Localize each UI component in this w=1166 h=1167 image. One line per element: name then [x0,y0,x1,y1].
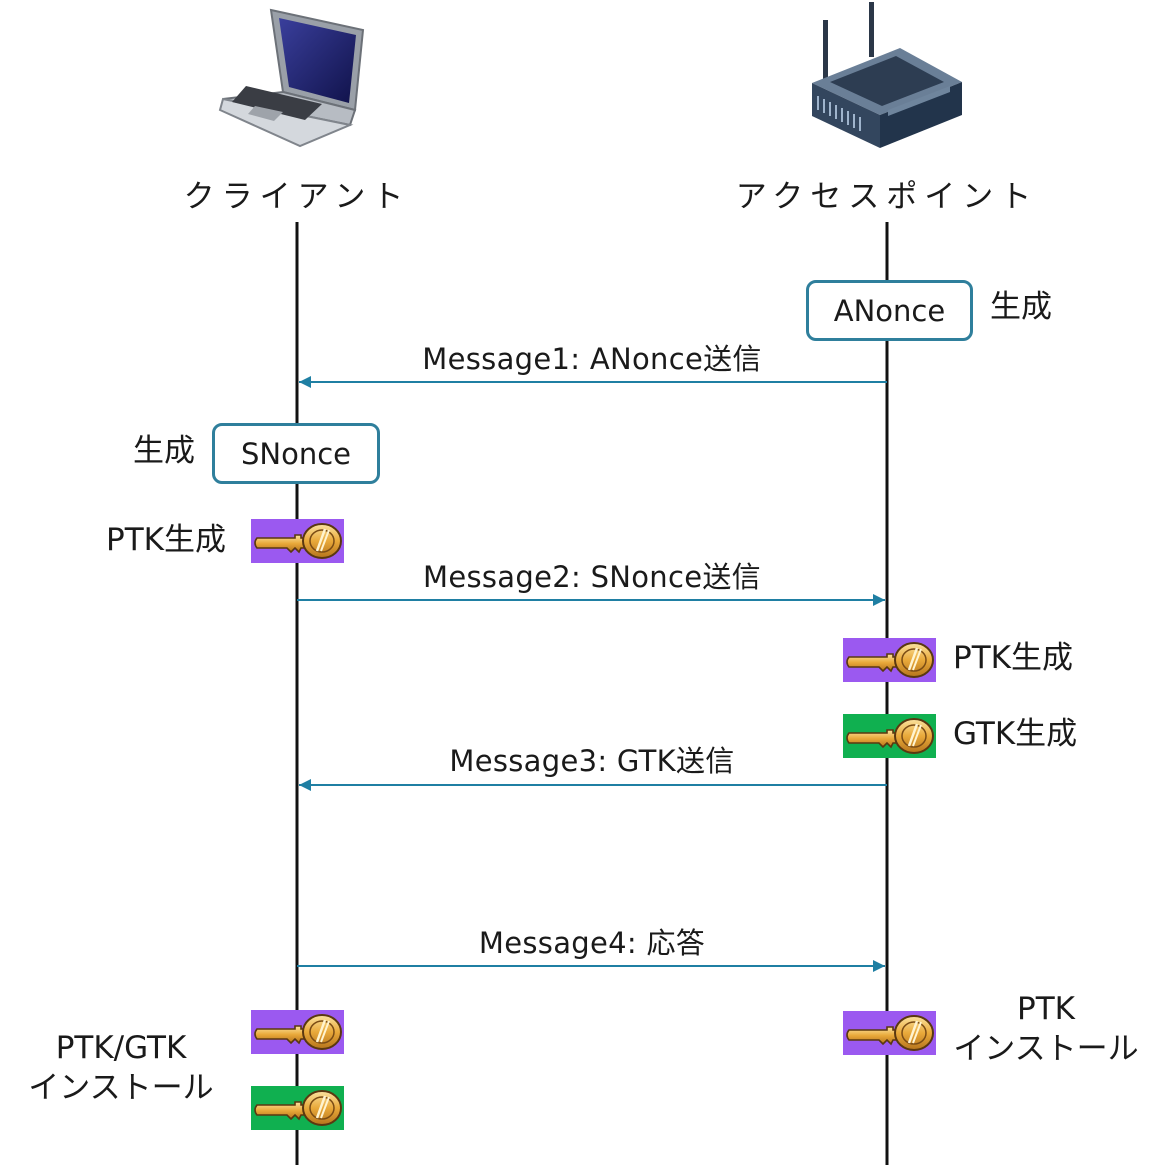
ptk-key-icon [251,519,344,563]
router-icon [812,2,962,148]
ptk-key-icon [843,1011,936,1055]
ptk-key-icon [843,638,936,682]
snonce-box: SNonce [212,423,380,484]
anonce-generate-label: 生成 [990,289,1052,325]
client-ptk-generate-label: PTK生成 [106,522,226,558]
ptk-key-icon [251,1010,344,1054]
client-install-label-line2: インストール [28,1070,214,1106]
gtk-key-icon [251,1086,344,1130]
ap-install-label-line2: インストール [953,1031,1139,1067]
client-install-label-line1: PTK/GTK [55,1030,187,1066]
access-point-label: アクセスポイント [735,179,1039,215]
message1-label: Message1: ANonce送信 [422,342,762,376]
laptop-icon [218,8,365,148]
anonce-box: ANonce [806,280,973,341]
gtk-key-icon [843,714,936,758]
snonce-generate-label: 生成 [133,433,195,469]
ap-gtk-generate-label: GTK生成 [953,716,1078,752]
client-label: クライアント [183,179,411,215]
ap-install-label-line1: PTK [1017,991,1075,1027]
ap-ptk-generate-label: PTK生成 [953,640,1073,676]
message2-label: Message2: SNonce送信 [423,560,761,594]
message4-label: Message4: 応答 [478,926,706,960]
message3-label: Message3: GTK送信 [449,744,735,778]
